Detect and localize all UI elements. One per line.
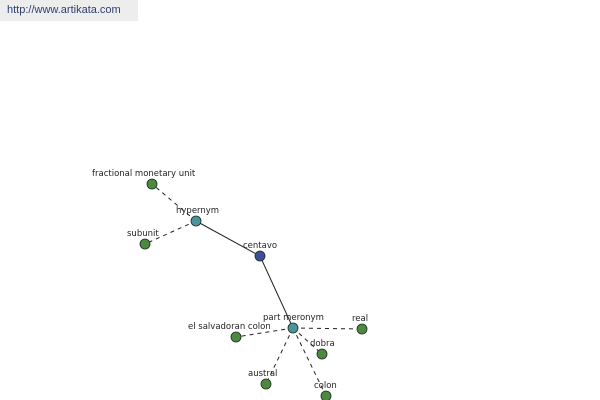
node-fractional-monetary-unit[interactable] <box>146 178 158 190</box>
node-colon[interactable] <box>320 390 332 400</box>
url-banner: http://www.artikata.com <box>0 0 138 21</box>
node-label-colon[interactable]: colon <box>314 381 337 391</box>
site-url-link[interactable]: http://www.artikata.com <box>7 4 121 16</box>
node-part-meronym[interactable] <box>287 322 299 334</box>
node-layer <box>139 178 368 400</box>
edge-centavo-to-part-meronym <box>259 255 294 329</box>
edge-hypernym-to-fractional-monetary-unit <box>151 183 197 222</box>
edge-part-meronym-to-dobra <box>292 327 323 355</box>
node-hypernym[interactable] <box>190 215 202 227</box>
edge-layer <box>144 183 363 397</box>
edge-part-meronym-to-el-salvadoran-colon <box>235 327 294 338</box>
node-el-salvadoran-colon[interactable] <box>230 331 242 343</box>
node-label-subunit[interactable]: subunit <box>127 229 159 239</box>
node-real[interactable] <box>356 323 368 335</box>
node-label-hypernym[interactable]: hypernym <box>176 206 219 216</box>
node-austral[interactable] <box>260 378 272 390</box>
node-label-centavo[interactable]: centavo <box>243 241 277 251</box>
node-label-el-salvadoran-colon[interactable]: el salvadoran colon <box>188 322 271 332</box>
node-label-part-meronym[interactable]: part meronym <box>263 313 324 323</box>
edge-hypernym-to-subunit <box>144 220 197 245</box>
node-label-fractional-monetary-unit[interactable]: fractional monetary unit <box>92 169 196 179</box>
node-subunit[interactable] <box>139 238 151 250</box>
edge-part-meronym-to-real <box>292 327 363 330</box>
node-dobra[interactable] <box>316 348 328 360</box>
edge-part-meronym-to-austral <box>265 327 294 385</box>
node-label-real[interactable]: real <box>352 314 368 324</box>
edge-centavo-to-hypernym <box>195 220 261 257</box>
node-centavo[interactable] <box>254 250 266 262</box>
label-layer: centavo hypernym part meronym fractional mo… <box>92 169 368 391</box>
node-label-austral[interactable]: austral <box>248 369 277 379</box>
node-label-dobra[interactable]: dobra <box>310 339 335 349</box>
